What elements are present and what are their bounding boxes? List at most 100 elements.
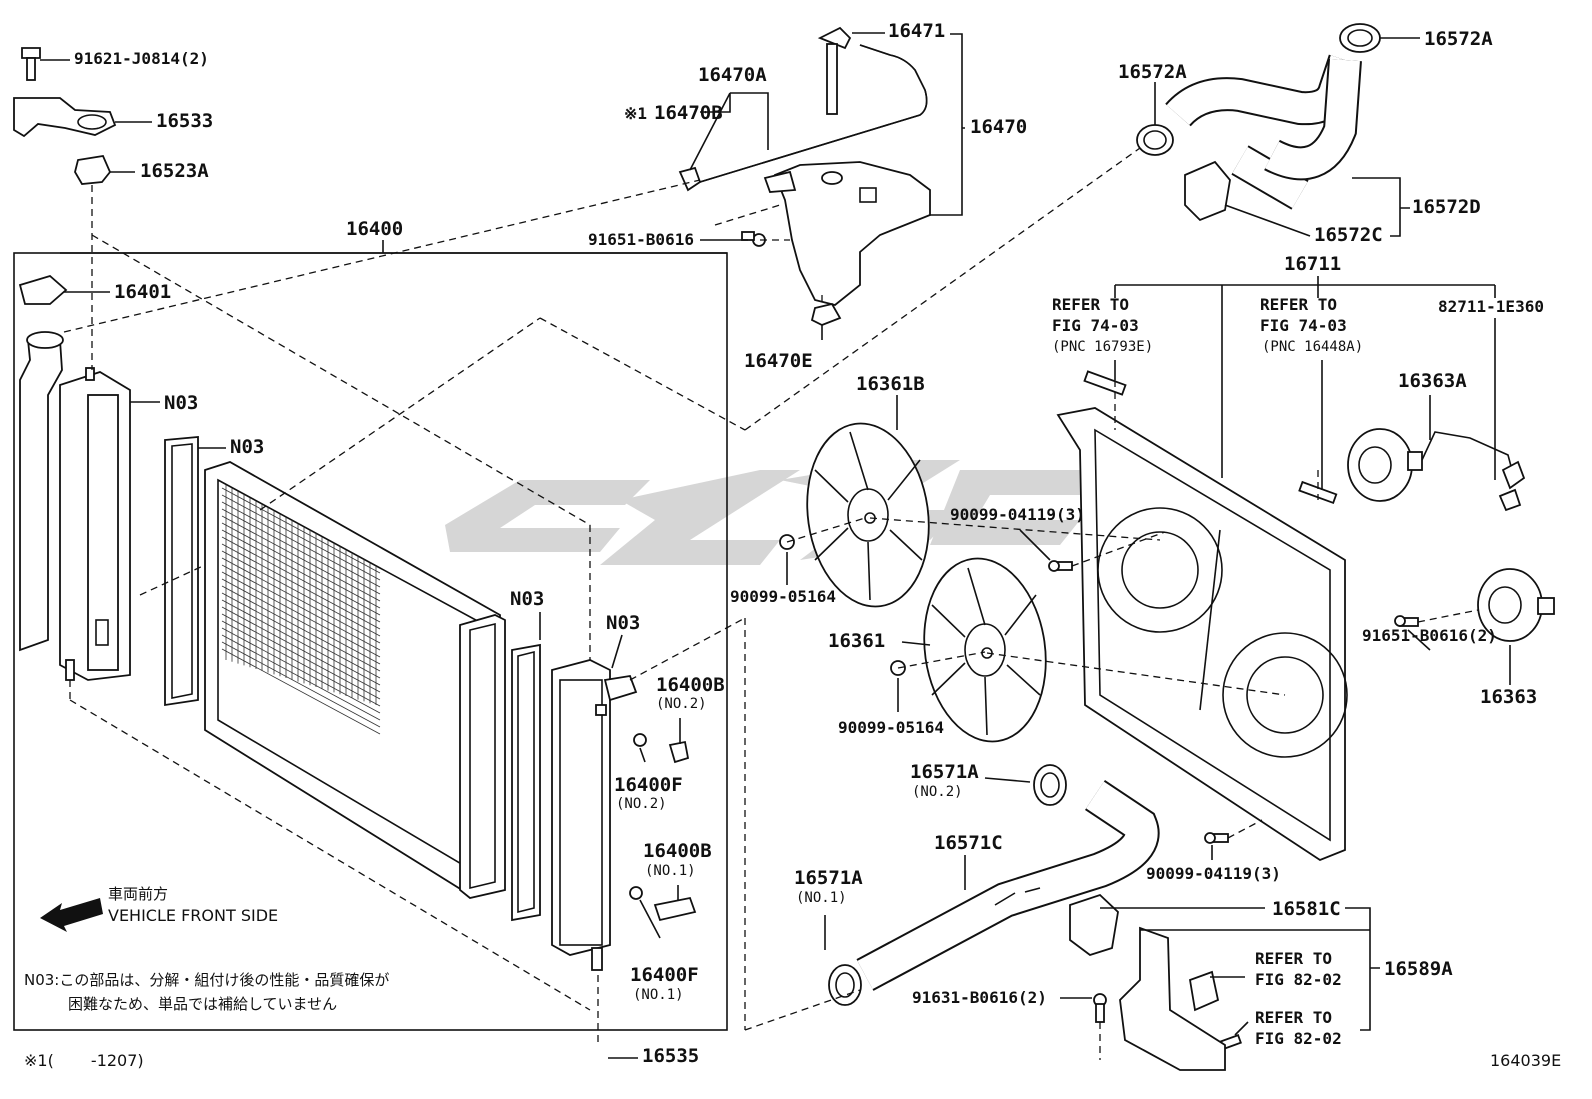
label-90099-05164-b: 90099-05164	[838, 718, 944, 737]
fan-motor-16363	[1477, 568, 1555, 642]
lower-hose-16571C	[856, 780, 1160, 991]
label-no1-a: (NO.1)	[645, 863, 696, 879]
label-16523a: 16523A	[140, 160, 209, 182]
alignment-lines	[63, 147, 1479, 1060]
label-91651-b0616-a: 91651-B0616	[588, 230, 694, 249]
vehicle-front-en: VEHICLE FRONT SIDE	[108, 906, 279, 925]
label-mark-1: ※1	[624, 104, 648, 123]
label-16471: 16471	[888, 20, 946, 42]
label-16400b-no1: 16400B	[643, 840, 712, 862]
fan-motor-16363A	[1347, 428, 1526, 512]
fan-shroud-16711	[1056, 370, 1348, 862]
reservoir-tank-16470	[763, 161, 931, 306]
ref1-line1: REFER TO	[1052, 295, 1130, 314]
label-16535: 16535	[642, 1045, 700, 1067]
bracket-16533	[13, 97, 117, 138]
label-no1-b: (NO.1)	[633, 987, 684, 1003]
label-16400b-no2: 16400B	[656, 674, 725, 696]
vehicle-front-jp: 車両前方	[108, 885, 169, 903]
ref4-line2: FIG 82-02	[1255, 1029, 1342, 1048]
label-no2-a: (NO.2)	[656, 696, 707, 712]
hose-clamp-16571A-no1	[828, 964, 862, 1006]
ref3-line2: FIG 82-02	[1255, 970, 1342, 989]
ref1-pnc: (PNC 16793E)	[1052, 339, 1154, 355]
gasket-n03-right	[511, 643, 541, 922]
bolt-90099-04119-a	[1048, 560, 1073, 572]
ref1-line2: FIG 74-03	[1052, 316, 1139, 335]
hose-clamp-16572C	[1184, 160, 1231, 222]
label-16571a-no2: 16571A	[910, 761, 979, 783]
label-91631-b0616: 91631-B0616(2)	[912, 988, 1047, 1007]
bracket-plate	[1188, 970, 1220, 1012]
gasket-n03-left	[164, 436, 199, 707]
ref2-pnc: (PNC 16448A)	[1262, 339, 1364, 355]
bolt-90099-04119-b	[1204, 832, 1229, 844]
note-n03-line1: N03:この部品は、分解・組付け後の性能・品質確保が	[24, 971, 390, 989]
label-90099-04119-a: 90099-04119(3)	[950, 505, 1085, 524]
label-n03-a: N03	[164, 392, 199, 414]
bolt-91651-a	[741, 231, 766, 247]
label-16363a: 16363A	[1398, 370, 1467, 392]
hose-clamp-16572A-left	[1136, 124, 1174, 156]
radiator-cap-16401	[18, 274, 68, 305]
drain-plug-no2	[668, 740, 690, 764]
label-16572d: 16572D	[1412, 196, 1481, 218]
label-90099-05164-a: 90099-05164	[730, 587, 836, 606]
label-91621-j0814: 91621-J0814(2)	[74, 49, 209, 68]
radiator-right-tank	[551, 659, 638, 971]
label-16401: 16401	[114, 281, 172, 303]
label-16589a: 16589A	[1384, 958, 1453, 980]
label-16400f-no2: 16400F	[614, 774, 683, 796]
label-16470: 16470	[970, 116, 1028, 138]
radiator-left-tank	[19, 331, 131, 681]
leader-lines	[40, 32, 1511, 1059]
label-n03-d: N03	[606, 612, 641, 634]
ref2-line1: REFER TO	[1260, 295, 1338, 314]
label-16400f-no1: 16400F	[630, 964, 699, 986]
label-16572a-left: 16572A	[1118, 61, 1187, 83]
label-16363: 16363	[1480, 686, 1538, 708]
label-16361: 16361	[828, 630, 886, 652]
fan-16361B	[806, 422, 930, 608]
o-ring-no2	[633, 733, 647, 747]
cushion-16470E	[810, 302, 842, 326]
label-16361b: 16361B	[856, 373, 925, 395]
label-n03-c: N03	[510, 588, 545, 610]
pipe-16471	[817, 26, 852, 115]
bolt-91621	[21, 47, 41, 81]
hose-clamp-16572A-top	[1339, 23, 1381, 53]
label-82711-1e360: 82711-1E360	[1438, 297, 1544, 316]
label-16470a: 16470A	[698, 64, 767, 86]
label-16571a-no1: 16571A	[794, 867, 863, 889]
fan-16361	[923, 557, 1047, 743]
ref3-line1: REFER TO	[1255, 949, 1333, 968]
bolt-91651-b	[1394, 615, 1419, 627]
bolt-91631	[1093, 993, 1107, 1023]
o-ring-no1	[629, 886, 643, 900]
label-no2-b: (NO.2)	[616, 796, 667, 812]
label-n03-b: N03	[230, 436, 265, 458]
note-n03-line2: 困難なため、単品では補給していません	[68, 995, 338, 1013]
drain-plug-no1	[653, 896, 697, 922]
label-16711: 16711	[1284, 253, 1342, 275]
label-16572a-top: 16572A	[1424, 28, 1493, 50]
label-no2-c: (NO.2)	[912, 784, 963, 800]
label-16581c: 16581C	[1272, 898, 1341, 920]
ref4-line1: REFER TO	[1255, 1008, 1333, 1027]
label-16572c: 16572C	[1314, 224, 1383, 246]
label-91651-b0616-2: 91651-B0616(2)	[1362, 626, 1497, 645]
label-16533: 16533	[156, 110, 214, 132]
clip-16470B	[678, 166, 702, 192]
label-16470b: 16470B	[654, 102, 723, 124]
arrow-left-icon	[40, 898, 103, 932]
upper-hose-16572D	[1165, 54, 1362, 210]
ref2-line2: FIG 74-03	[1260, 316, 1347, 335]
label-no1-c: (NO.1)	[796, 890, 847, 906]
clamp-16581C	[1069, 893, 1119, 956]
radiator-core	[204, 461, 506, 899]
hose-clamp-16571A-no2	[1033, 764, 1067, 806]
cushion-16523A	[74, 155, 112, 185]
label-90099-04119-b: 90099-04119(3)	[1146, 864, 1281, 883]
footnote-1: ※1( -1207)	[24, 1051, 144, 1070]
